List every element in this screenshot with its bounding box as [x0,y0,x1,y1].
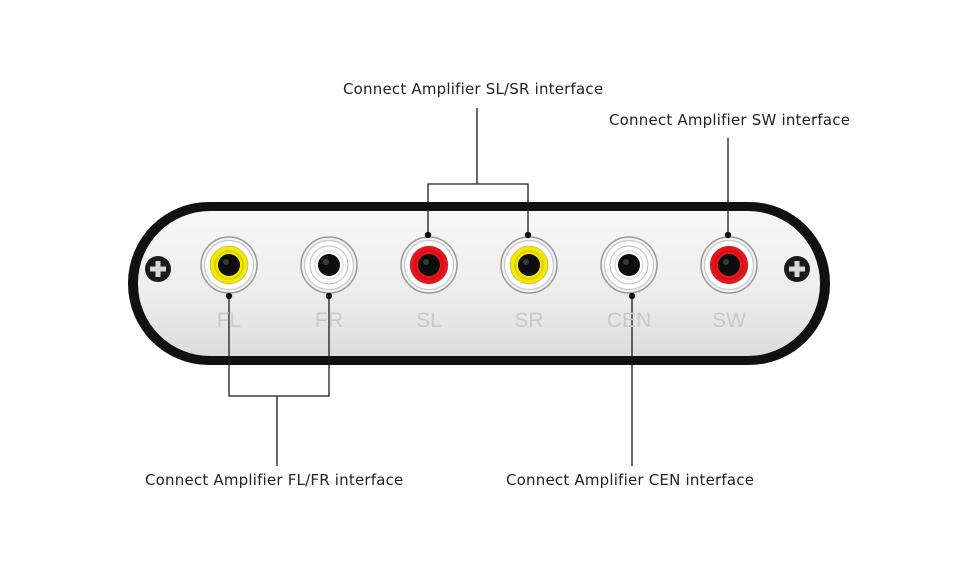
jack-sr: SR [500,236,558,332]
jack-label-cen: CEN [607,309,651,332]
jack-cen: CEN [600,236,658,332]
jack-label-sw: SW [712,309,746,332]
jack-label-sl: SL [416,309,442,332]
connector-line-fl-fr [228,296,330,397]
jack-sl: SL [400,236,458,332]
screw-icon [784,256,810,282]
jack-label-sr: SR [514,309,543,332]
jack-label-fl: FL [217,309,242,332]
connector-dots [225,231,732,300]
dot-sr [524,231,532,239]
jacks: FL FR SL SR CEN SW [200,236,758,332]
dot-cen [628,292,636,300]
dot-sw [724,231,732,239]
connector-lines [228,108,729,466]
connector-line-sl-sr [427,183,529,235]
callout-fl-fr: Connect Amplifier FL/FR interface [145,471,404,489]
callout-sw: Connect Amplifier SW interface [609,111,851,129]
jack-fl: FL [200,236,258,332]
dot-fl [225,292,233,300]
jack-sw: SW [700,236,758,332]
callout-sl-sr: Connect Amplifier SL/SR interface [343,80,604,98]
callout-cen: Connect Amplifier CEN interface [506,471,755,489]
dot-fr [325,292,333,300]
jack-label-fr: FR [315,309,343,332]
screw-icon [145,256,171,282]
dot-sl [424,231,432,239]
jack-fr: FR [300,236,358,332]
